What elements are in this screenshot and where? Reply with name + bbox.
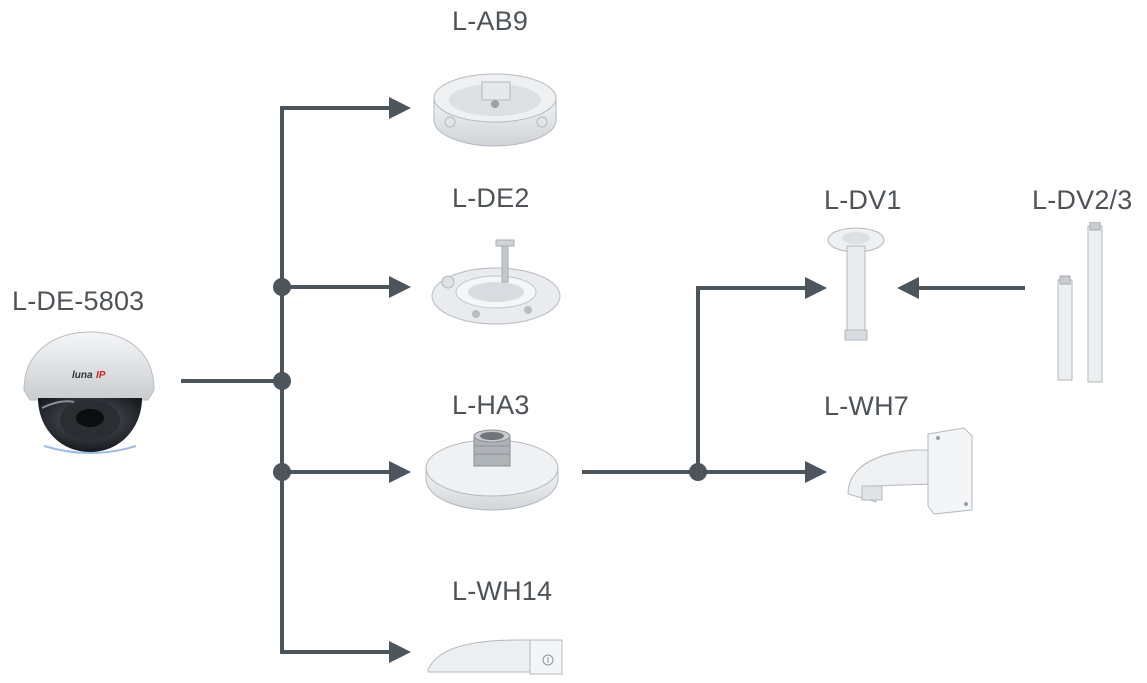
junction-dot-de2 — [273, 278, 291, 296]
ab9-label: L-AB9 — [452, 6, 529, 36]
dome-camera-image: luna IP — [23, 331, 155, 454]
dv1-pole-mount-image — [827, 227, 885, 341]
camera-brand-logo: luna — [72, 370, 93, 381]
arrowhead-wh7 — [805, 461, 827, 483]
junction-dot-camera — [273, 372, 291, 390]
de2-ceiling-mount-image — [431, 239, 561, 325]
arrowhead-dv1 — [805, 277, 827, 299]
junction-dot-ha3 — [273, 463, 291, 481]
camera-label: L-DE-5803 — [12, 286, 145, 316]
arrowhead-ab9 — [389, 97, 411, 119]
ha3-label: L-HA3 — [452, 390, 530, 420]
ha3-pendant-adapter-image — [425, 429, 559, 511]
dv1-label: L-DV1 — [824, 185, 902, 215]
arrowhead-dv23 — [897, 277, 919, 299]
svg-text:IP: IP — [96, 370, 106, 381]
ab9-junction-box-image — [433, 73, 557, 147]
arrowhead-de2 — [389, 276, 411, 298]
wh7-label: L-WH7 — [824, 391, 910, 421]
junction-dot-right — [689, 463, 707, 481]
de2-label: L-DE2 — [452, 183, 530, 213]
arrowhead-ha3 — [389, 461, 411, 483]
dv23-extension-poles-image — [1057, 222, 1103, 383]
wh14-wall-mount-image — [427, 639, 563, 675]
wh7-wall-mount-image — [847, 427, 973, 515]
arrowhead-wh14 — [389, 641, 411, 663]
wh14-label: L-WH14 — [452, 576, 553, 606]
dv23-label: L-DV2/3 — [1032, 185, 1133, 215]
